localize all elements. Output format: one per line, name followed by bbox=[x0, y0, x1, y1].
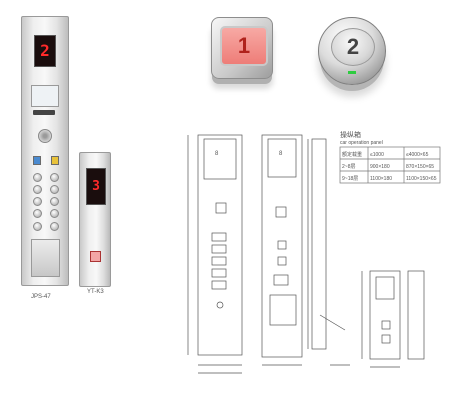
emergency-button[interactable] bbox=[51, 156, 59, 165]
car-operating-panel-photo: 2 bbox=[21, 16, 69, 286]
floor-button[interactable] bbox=[50, 197, 59, 206]
technical-drawing: 8 8 操纵箱 car operation panel 额定载重 ≤1000 ≤… bbox=[187, 130, 441, 374]
table-cell: ≤4000×65 bbox=[406, 152, 429, 158]
svg-text:8: 8 bbox=[279, 151, 283, 157]
table-cell: 870×150×65 bbox=[406, 164, 434, 170]
drawing-panel-a bbox=[197, 134, 243, 356]
table-cell: 1100×150×65 bbox=[406, 176, 437, 182]
floor-button[interactable] bbox=[50, 209, 59, 218]
table-cell: 1100×180 bbox=[370, 176, 392, 182]
drawing-side-profile bbox=[311, 138, 327, 350]
speaker-grille bbox=[38, 129, 52, 143]
square-button-number: 1 bbox=[237, 33, 251, 58]
floor-button[interactable] bbox=[50, 173, 59, 182]
floor-button[interactable] bbox=[50, 185, 59, 194]
card-reader-slot bbox=[33, 110, 55, 115]
drawing-panel-a-display bbox=[203, 138, 237, 180]
table-cell: 2~8层 bbox=[342, 164, 355, 170]
table-title: 操纵箱 bbox=[340, 130, 361, 139]
spec-table bbox=[339, 146, 441, 184]
floor-button[interactable] bbox=[33, 209, 42, 218]
drawing-display-glyph: 8 bbox=[215, 151, 219, 157]
button-led bbox=[348, 71, 356, 74]
info-plate bbox=[31, 85, 59, 107]
auxiliary-panel-label: YT-K3 bbox=[87, 289, 104, 295]
drawing-panel-b-cabinet bbox=[269, 294, 297, 326]
square-button-face: 1 bbox=[220, 26, 268, 66]
drawing-small-panel bbox=[369, 270, 401, 360]
table-cell: ≤1000 bbox=[370, 152, 384, 158]
table-cell: 9~18层 bbox=[342, 176, 358, 182]
drawing-small-side bbox=[407, 270, 425, 360]
alarm-button[interactable] bbox=[33, 156, 41, 165]
floor-button[interactable] bbox=[33, 173, 42, 182]
door-open-button[interactable] bbox=[33, 222, 42, 231]
table-cell: 额定载重 bbox=[342, 151, 362, 158]
auxiliary-floor-display: 3 bbox=[86, 168, 106, 205]
auxiliary-call-button[interactable] bbox=[90, 251, 101, 262]
auxiliary-panel-photo: 3 bbox=[79, 152, 111, 287]
door-close-button[interactable] bbox=[50, 222, 59, 231]
table-subtitle: car operation panel bbox=[340, 140, 383, 146]
floor-button[interactable] bbox=[33, 197, 42, 206]
table-cell: 900×180 bbox=[370, 164, 390, 170]
floor-display: 2 bbox=[34, 35, 56, 67]
floor-button[interactable] bbox=[33, 185, 42, 194]
round-button-face: 2 bbox=[331, 28, 375, 66]
drawing-panel-b bbox=[261, 134, 303, 358]
round-button-number: 2 bbox=[346, 34, 360, 59]
service-cabinet bbox=[31, 239, 60, 277]
drawing-panel-a-button bbox=[215, 202, 227, 214]
round-push-button-photo: 2 bbox=[318, 17, 386, 85]
main-panel-label: JPS-47 bbox=[31, 294, 51, 300]
square-push-button-photo: 1 bbox=[211, 17, 273, 79]
